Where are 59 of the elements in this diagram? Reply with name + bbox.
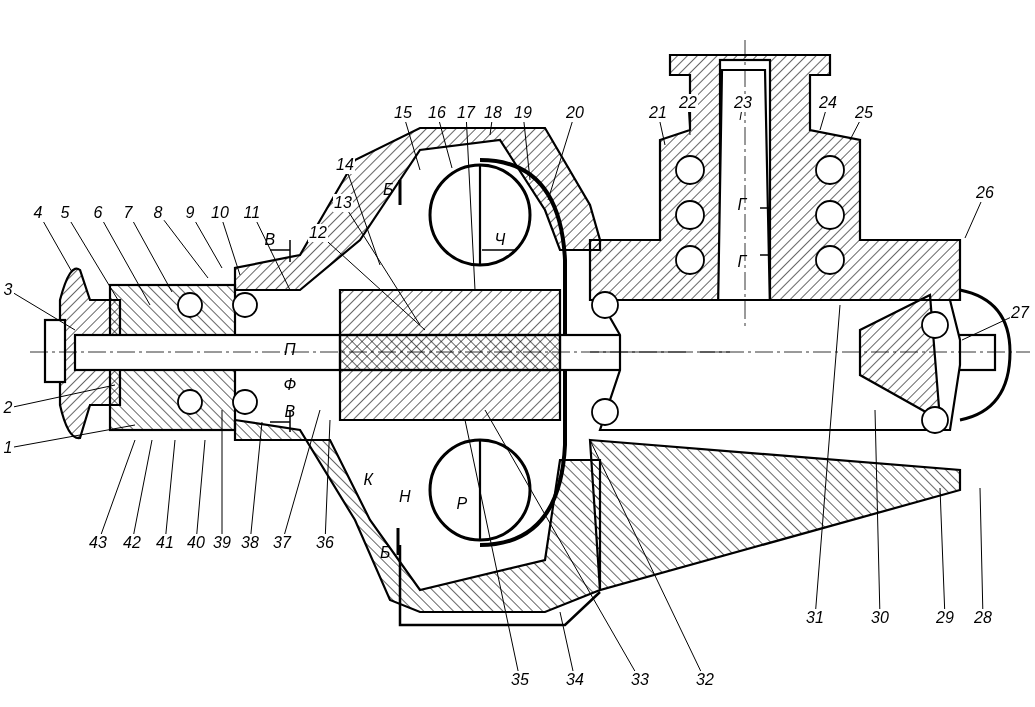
leader-line [464,419,519,672]
leader-line [13,384,116,408]
leader-line [324,419,331,535]
callout-number: 22 [678,94,698,112]
leader-line [133,439,153,535]
section-letter: В [284,404,296,420]
section-letter: В [264,232,276,248]
leader-line [132,221,173,293]
leader-line [484,409,636,672]
leader-line [348,211,421,326]
section-letter: Р [456,496,468,512]
leader-line [284,409,321,535]
leader-line [688,111,691,136]
leader-line [659,121,666,146]
leader-line [347,173,381,266]
leader-line [939,487,946,610]
leader-line [739,111,742,121]
leader-line [961,317,1011,341]
section-letter: Г [737,254,747,270]
leader-line [222,221,241,276]
leader-line [849,121,860,141]
leader-line [489,121,493,136]
section-letter: П [284,342,296,358]
leader-line [405,121,421,171]
leader-line [547,121,573,201]
callout-number: 13 [333,194,353,212]
callout-number: 12 [308,224,328,242]
leader-line [103,221,151,306]
leader-line [819,111,826,131]
leader-line [196,439,206,535]
section-letter: Г [737,197,747,213]
leader-line [327,241,426,331]
section-letter: Ч [494,232,506,248]
leader-line [43,221,73,273]
leader-line [13,292,76,331]
leader-line [465,121,476,291]
leader-line [559,611,574,672]
section-letter: К [363,472,373,488]
leader-line [250,421,263,535]
leader-line [163,219,209,279]
leader-line [70,221,119,301]
leader-line [195,221,223,269]
callout-number: 14 [335,156,355,174]
leader-line [979,487,984,610]
leader-line [874,409,881,610]
leader-line [815,304,841,610]
leader-line [589,439,702,672]
leader-line [438,121,453,169]
leader-line [100,439,136,535]
leader-line [221,409,223,535]
callout-number: 23 [733,94,753,112]
section-letter: Н [399,489,411,505]
leader-line [13,424,136,448]
leader-line [523,121,531,181]
leader-line [256,221,291,291]
section-letter: Б [380,545,391,561]
leader-line [165,439,176,535]
section-letter: Ф [283,377,297,393]
leader-line [964,201,982,239]
